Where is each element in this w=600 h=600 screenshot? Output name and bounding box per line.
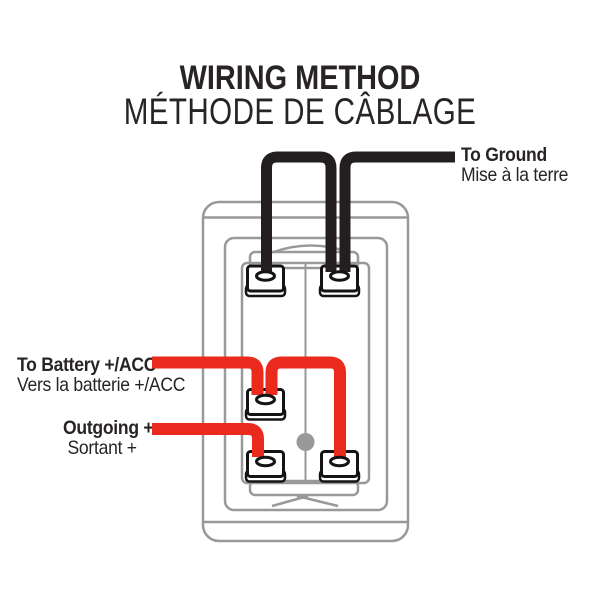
terminal-slot-bottom-left: [255, 455, 276, 468]
page-title-french: MÉTHODE DE CÂBLAGE: [123, 91, 477, 132]
to-ground-wire: [339, 151, 455, 272]
ground-label-en: To Ground: [461, 144, 547, 166]
battery-label-fr: Vers la batterie +/ACC: [17, 374, 186, 396]
page-title: WIRING METHOD: [179, 59, 421, 97]
outgoing-label-fr: Sortant +: [67, 437, 138, 459]
terminal-carrier-bottom: [248, 479, 360, 497]
red-wires: [152, 356, 346, 457]
terminal-slot-top-left: [255, 270, 276, 282]
battery-label-en: To Battery +/ACC: [17, 354, 157, 376]
switch-outer-housing: [201, 200, 410, 543]
battery-jumper-wire: [265, 356, 346, 457]
terminal-carrier-top: [248, 250, 360, 270]
switch-body: [201, 200, 410, 543]
ground-label-fr: Mise à la terre: [461, 164, 569, 186]
outgoing-label-en: Outgoing +: [63, 417, 154, 439]
outgoing-label: Outgoing + Sortant +: [63, 417, 154, 459]
terminal-slots: [255, 270, 350, 468]
ground-jumper-wire: [261, 151, 337, 272]
switch-inner-housing: [223, 236, 389, 512]
terminal-slot-bottom-right: [329, 455, 350, 468]
rocker-bottom-curve: [271, 494, 339, 508]
pivot-dot: [296, 433, 315, 451]
battery-feed-wire: [152, 356, 264, 395]
terminal-slot-top-right: [329, 270, 350, 282]
terminal-middle-left: [244, 388, 287, 421]
terminals: [244, 264, 361, 483]
ground-label: To Ground Mise à la terre: [461, 145, 568, 185]
outgoing-wire: [152, 423, 264, 457]
terminal-slot-middle-left: [255, 393, 276, 406]
battery-label: To Battery +/ACC Vers la batterie +/ACC: [17, 355, 185, 395]
black-wires: [261, 151, 455, 272]
